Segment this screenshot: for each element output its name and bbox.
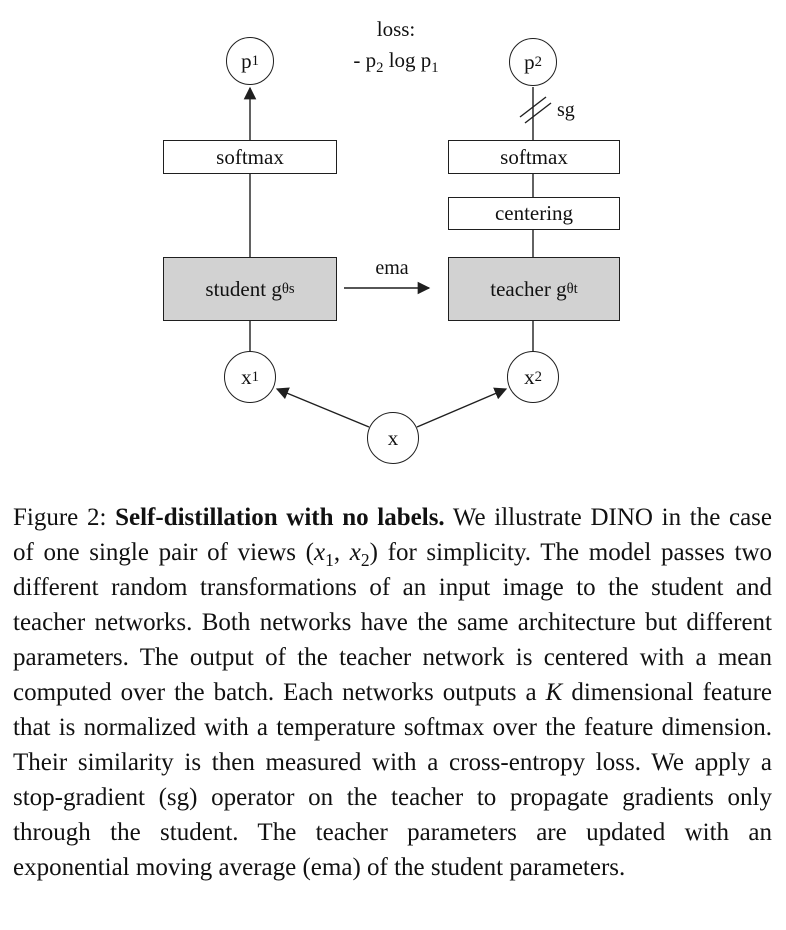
- diagram-edges: [243, 86, 552, 428]
- edge-x-to-x2: [416, 387, 508, 428]
- softmax-box-student: softmax: [163, 140, 337, 174]
- softmax-box-teacher: softmax: [448, 140, 620, 174]
- node-x: x: [367, 412, 419, 464]
- stop-gradient-slash-2: [524, 102, 552, 124]
- centering-box: centering: [448, 197, 620, 230]
- loss-formula: - p2 log p1: [353, 48, 439, 77]
- loss-label: loss: - p2 log p1: [320, 14, 472, 76]
- stop-gradient-label: sg: [557, 99, 575, 121]
- loss-title: loss:: [376, 17, 416, 41]
- ema-label: ema: [375, 257, 409, 279]
- stop-gradient-slash-1: [519, 96, 547, 118]
- figure-caption: Figure 2: Self-distillation with no labe…: [13, 504, 773, 881]
- edge-x-to-x1: [275, 387, 370, 428]
